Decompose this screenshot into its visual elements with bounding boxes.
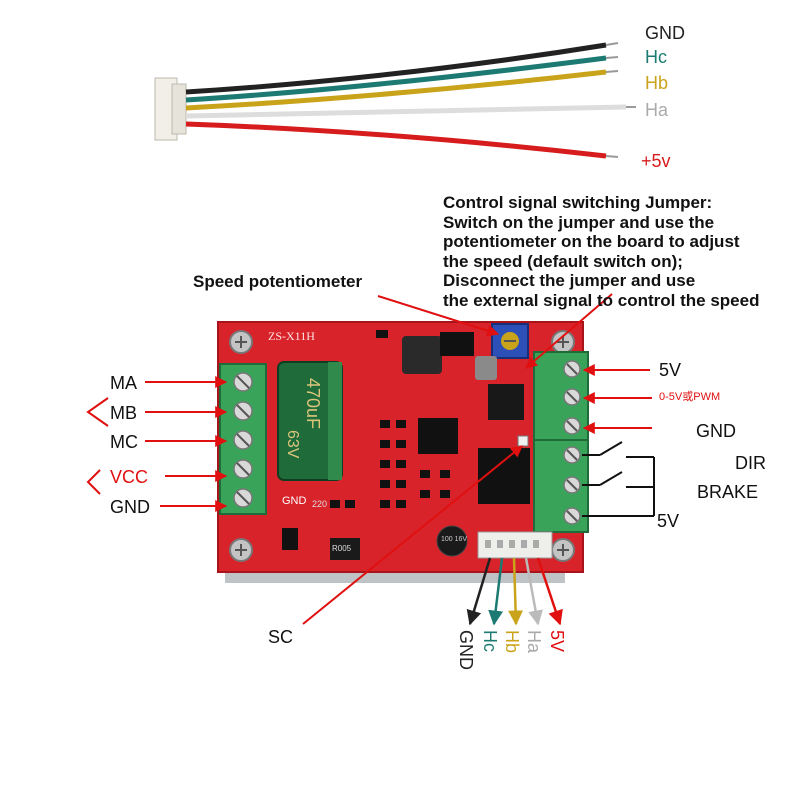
bracket-power bbox=[86, 469, 101, 495]
wire-gnd bbox=[185, 42, 607, 95]
board-gnd-print: GND bbox=[282, 495, 307, 507]
arrow-bottom-gnd bbox=[466, 557, 492, 626]
terminal-label-mc: MC bbox=[110, 432, 138, 452]
right-label-dir: DIR bbox=[735, 453, 766, 473]
right-label-5v-top: 5V bbox=[659, 360, 682, 380]
terminal-label-mb: MB bbox=[110, 403, 137, 423]
capacitor-value: 470uF bbox=[303, 378, 323, 430]
cable-label-hb: Hb bbox=[645, 73, 669, 93]
arrow-jumper bbox=[525, 293, 613, 369]
transistor bbox=[282, 528, 298, 550]
cable-label-hc: Hc bbox=[645, 47, 667, 67]
bottom-label-ha: Ha bbox=[524, 630, 544, 654]
switch-wiring bbox=[582, 441, 655, 517]
arrow-bottom-ha bbox=[524, 557, 543, 626]
terminal-label-ma: MA bbox=[110, 373, 137, 393]
board-model: ZS-X11H bbox=[268, 329, 315, 343]
wire-hb bbox=[185, 69, 607, 111]
ic-regulator bbox=[440, 332, 474, 356]
wire-hc bbox=[185, 55, 607, 103]
capacitor-voltage: 63V bbox=[284, 430, 301, 459]
bottom-label-gnd: GND bbox=[456, 630, 476, 670]
jumper bbox=[517, 435, 529, 447]
right-label-signal: 0-5V或PWM bbox=[659, 391, 721, 403]
mosfet bbox=[488, 384, 524, 420]
speed-pot-label: Speed potentiometer bbox=[193, 272, 363, 291]
bottom-label-5v: 5V bbox=[547, 630, 567, 653]
jumper-note: Control signal switching Jumper: Switch … bbox=[443, 193, 760, 310]
arrow-bottom-hb bbox=[508, 557, 524, 626]
capacitor-100uf bbox=[436, 525, 468, 557]
sc-label: SC bbox=[268, 627, 294, 647]
small-capacitor bbox=[475, 356, 497, 380]
board-small-cap: 100 16V bbox=[441, 536, 468, 543]
cable-label-gnd: GND bbox=[645, 23, 685, 43]
bottom-label-hc: Hc bbox=[480, 630, 500, 652]
arrow-bottom-hc bbox=[488, 557, 504, 626]
shunt-resistor bbox=[330, 538, 360, 560]
terminal-label-vcc: VCC bbox=[110, 467, 149, 487]
board-r220: 220 bbox=[312, 499, 328, 509]
board-r005: R005 bbox=[332, 544, 352, 553]
wire-5v bbox=[185, 121, 607, 159]
terminal-label-gnd: GND bbox=[110, 497, 150, 517]
cable-label-ha: Ha bbox=[645, 100, 669, 120]
arrow-bottom-5v bbox=[536, 557, 563, 626]
hall-cable bbox=[154, 42, 636, 159]
arrow-sc bbox=[302, 445, 523, 625]
hall-connector-arrows bbox=[466, 557, 563, 626]
wire-ha bbox=[185, 104, 627, 119]
bracket-motor bbox=[86, 397, 109, 427]
bottom-label-hb: Hb bbox=[502, 630, 522, 654]
arrow-speed-pot bbox=[377, 295, 500, 337]
right-label-gnd: GND bbox=[696, 421, 736, 441]
cable-label-5v: +5v bbox=[641, 151, 671, 171]
right-label-brake: BRAKE bbox=[697, 482, 759, 502]
right-label-5v-bottom: 5V bbox=[657, 511, 680, 531]
inductor bbox=[402, 336, 442, 374]
ic-controller bbox=[418, 418, 458, 454]
annotation-arrows bbox=[86, 293, 652, 625]
